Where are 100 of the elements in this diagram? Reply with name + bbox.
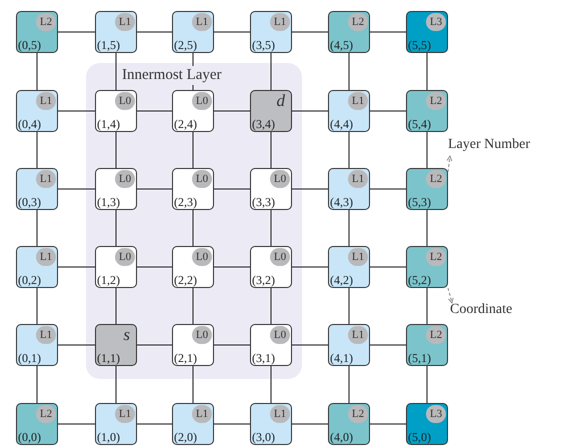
link-line [370, 110, 406, 112]
coordinate-label: (5,4) [408, 118, 431, 130]
link-line [426, 288, 428, 324]
link-line [426, 366, 428, 404]
router-box [95, 246, 137, 288]
layer-badge: L2 [36, 405, 56, 423]
router-box [406, 403, 448, 445]
layer-badge: L1 [348, 92, 368, 110]
coordinate-label: (4,2) [330, 274, 353, 286]
router-box [250, 168, 292, 210]
coordinate-label: (4,3) [330, 196, 353, 208]
coordinate-label: (1,5) [97, 39, 120, 51]
router-box [328, 246, 370, 288]
region-title: Innermost Layer [122, 66, 222, 85]
router-box [172, 403, 214, 445]
link-line [192, 132, 194, 168]
router-box [172, 168, 214, 210]
layer-badge: L1 [192, 13, 212, 31]
router-box [95, 403, 137, 445]
router-box [406, 168, 448, 210]
link-line [370, 344, 406, 346]
layer-badge: L0 [270, 326, 290, 344]
link-line [348, 366, 350, 404]
link-line [370, 188, 406, 190]
router-box [16, 90, 58, 132]
layer-badge: L0 [270, 170, 290, 188]
layer-badge: L0 [115, 248, 135, 266]
coordinate-label: (4,1) [330, 352, 353, 364]
router-box [95, 11, 137, 53]
layer-badge: L0 [192, 326, 212, 344]
coordinate-label: (0,5) [18, 39, 41, 51]
coordinate-label: (3,1) [252, 352, 275, 364]
link-line [36, 132, 38, 168]
annotation-text: Coordinate [450, 301, 512, 318]
layer-badge: L1 [348, 248, 368, 266]
link-line [58, 344, 96, 346]
router-box [406, 324, 448, 366]
router-box-highlighted [250, 90, 292, 132]
layer-badge: L2 [426, 326, 446, 344]
coordinate-label: (3,3) [252, 196, 275, 208]
layer-badge: L0 [115, 170, 135, 188]
coordinate-label: (5,3) [408, 196, 431, 208]
layer-badge: L1 [115, 13, 135, 31]
coordinate-label: (1,1) [97, 352, 120, 364]
router-box [16, 11, 58, 53]
layer-badge: L1 [36, 248, 56, 266]
link-line [292, 344, 328, 346]
coordinate-label: (4,4) [330, 118, 353, 130]
coordinate-label: (3,0) [252, 431, 275, 443]
coordinate-label: (5,1) [408, 352, 431, 364]
link-line [36, 52, 38, 90]
coordinate-label: (0,3) [18, 196, 41, 208]
router-box [406, 90, 448, 132]
link-line [348, 288, 350, 324]
layer-badge: L1 [192, 405, 212, 423]
layer-badge: L0 [270, 248, 290, 266]
link-line [58, 266, 96, 268]
layer-badge: L3 [426, 13, 446, 31]
layer-badge: L1 [36, 170, 56, 188]
link-line [36, 288, 38, 324]
layer-badge: L1 [115, 405, 135, 423]
link-line [370, 266, 406, 268]
link-line [192, 52, 194, 90]
coordinate-label: (0,4) [18, 118, 41, 130]
link-line [58, 188, 96, 190]
layer-badge: L1 [36, 326, 56, 344]
link-line [292, 110, 328, 112]
link-line [270, 210, 272, 246]
link-line [292, 188, 328, 190]
router-box [16, 246, 58, 288]
leader-line [448, 288, 454, 304]
link-line [192, 210, 194, 246]
router-box [95, 90, 137, 132]
router-box [172, 90, 214, 132]
layer-badge: L1 [348, 326, 368, 344]
router-box [250, 246, 292, 288]
coordinate-label: (4,0) [330, 431, 353, 443]
router-box [250, 324, 292, 366]
coordinate-label: (1,0) [97, 431, 120, 443]
link-line [270, 52, 272, 90]
coordinate-label: (0,2) [18, 274, 41, 286]
link-line [426, 52, 428, 90]
router-box [16, 324, 58, 366]
link-line [214, 110, 250, 112]
link-line [58, 110, 96, 112]
coordinate-label: (5,0) [408, 431, 431, 443]
router-box [328, 168, 370, 210]
router-box [406, 246, 448, 288]
node-label: d [276, 92, 285, 109]
link-line [36, 366, 38, 404]
coordinate-label: (2,4) [174, 118, 197, 130]
link-line [270, 132, 272, 168]
router-box [16, 168, 58, 210]
layer-region [86, 63, 302, 379]
layer-badge: L0 [192, 170, 212, 188]
link-line [136, 266, 172, 268]
router-box [95, 168, 137, 210]
link-line [36, 210, 38, 246]
router-box [406, 11, 448, 53]
router-box [172, 11, 214, 53]
